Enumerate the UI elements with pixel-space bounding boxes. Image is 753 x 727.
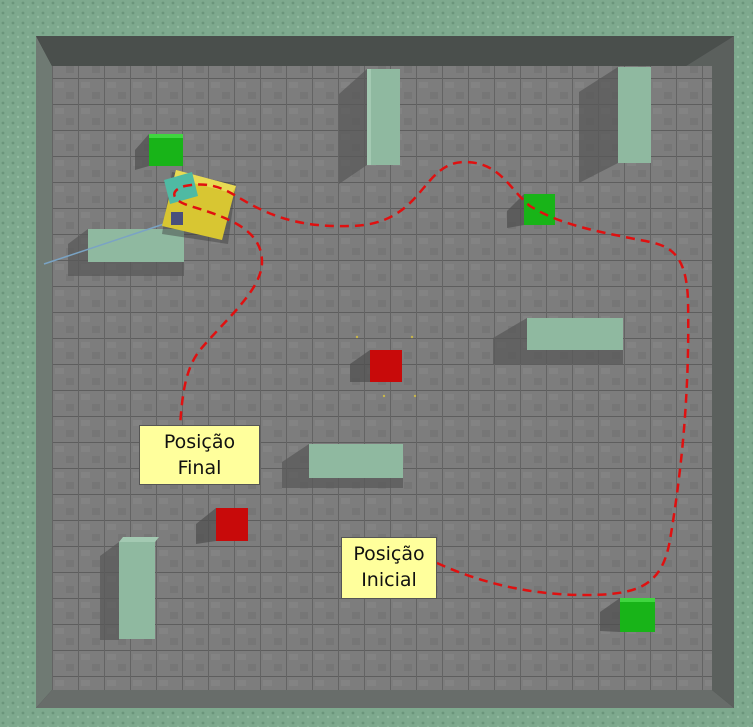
initial-position-label: Posição Inicial — [341, 537, 437, 599]
final-position-label: Posição Final — [139, 425, 260, 485]
obstacle-bottom-left — [100, 537, 159, 640]
wall-bevel-left — [36, 36, 52, 708]
wall-bevel-bottom — [36, 690, 734, 708]
wall-bevel-top — [36, 36, 734, 66]
obstacle-center-horizontal — [282, 444, 403, 488]
robot-sensor — [171, 212, 183, 225]
